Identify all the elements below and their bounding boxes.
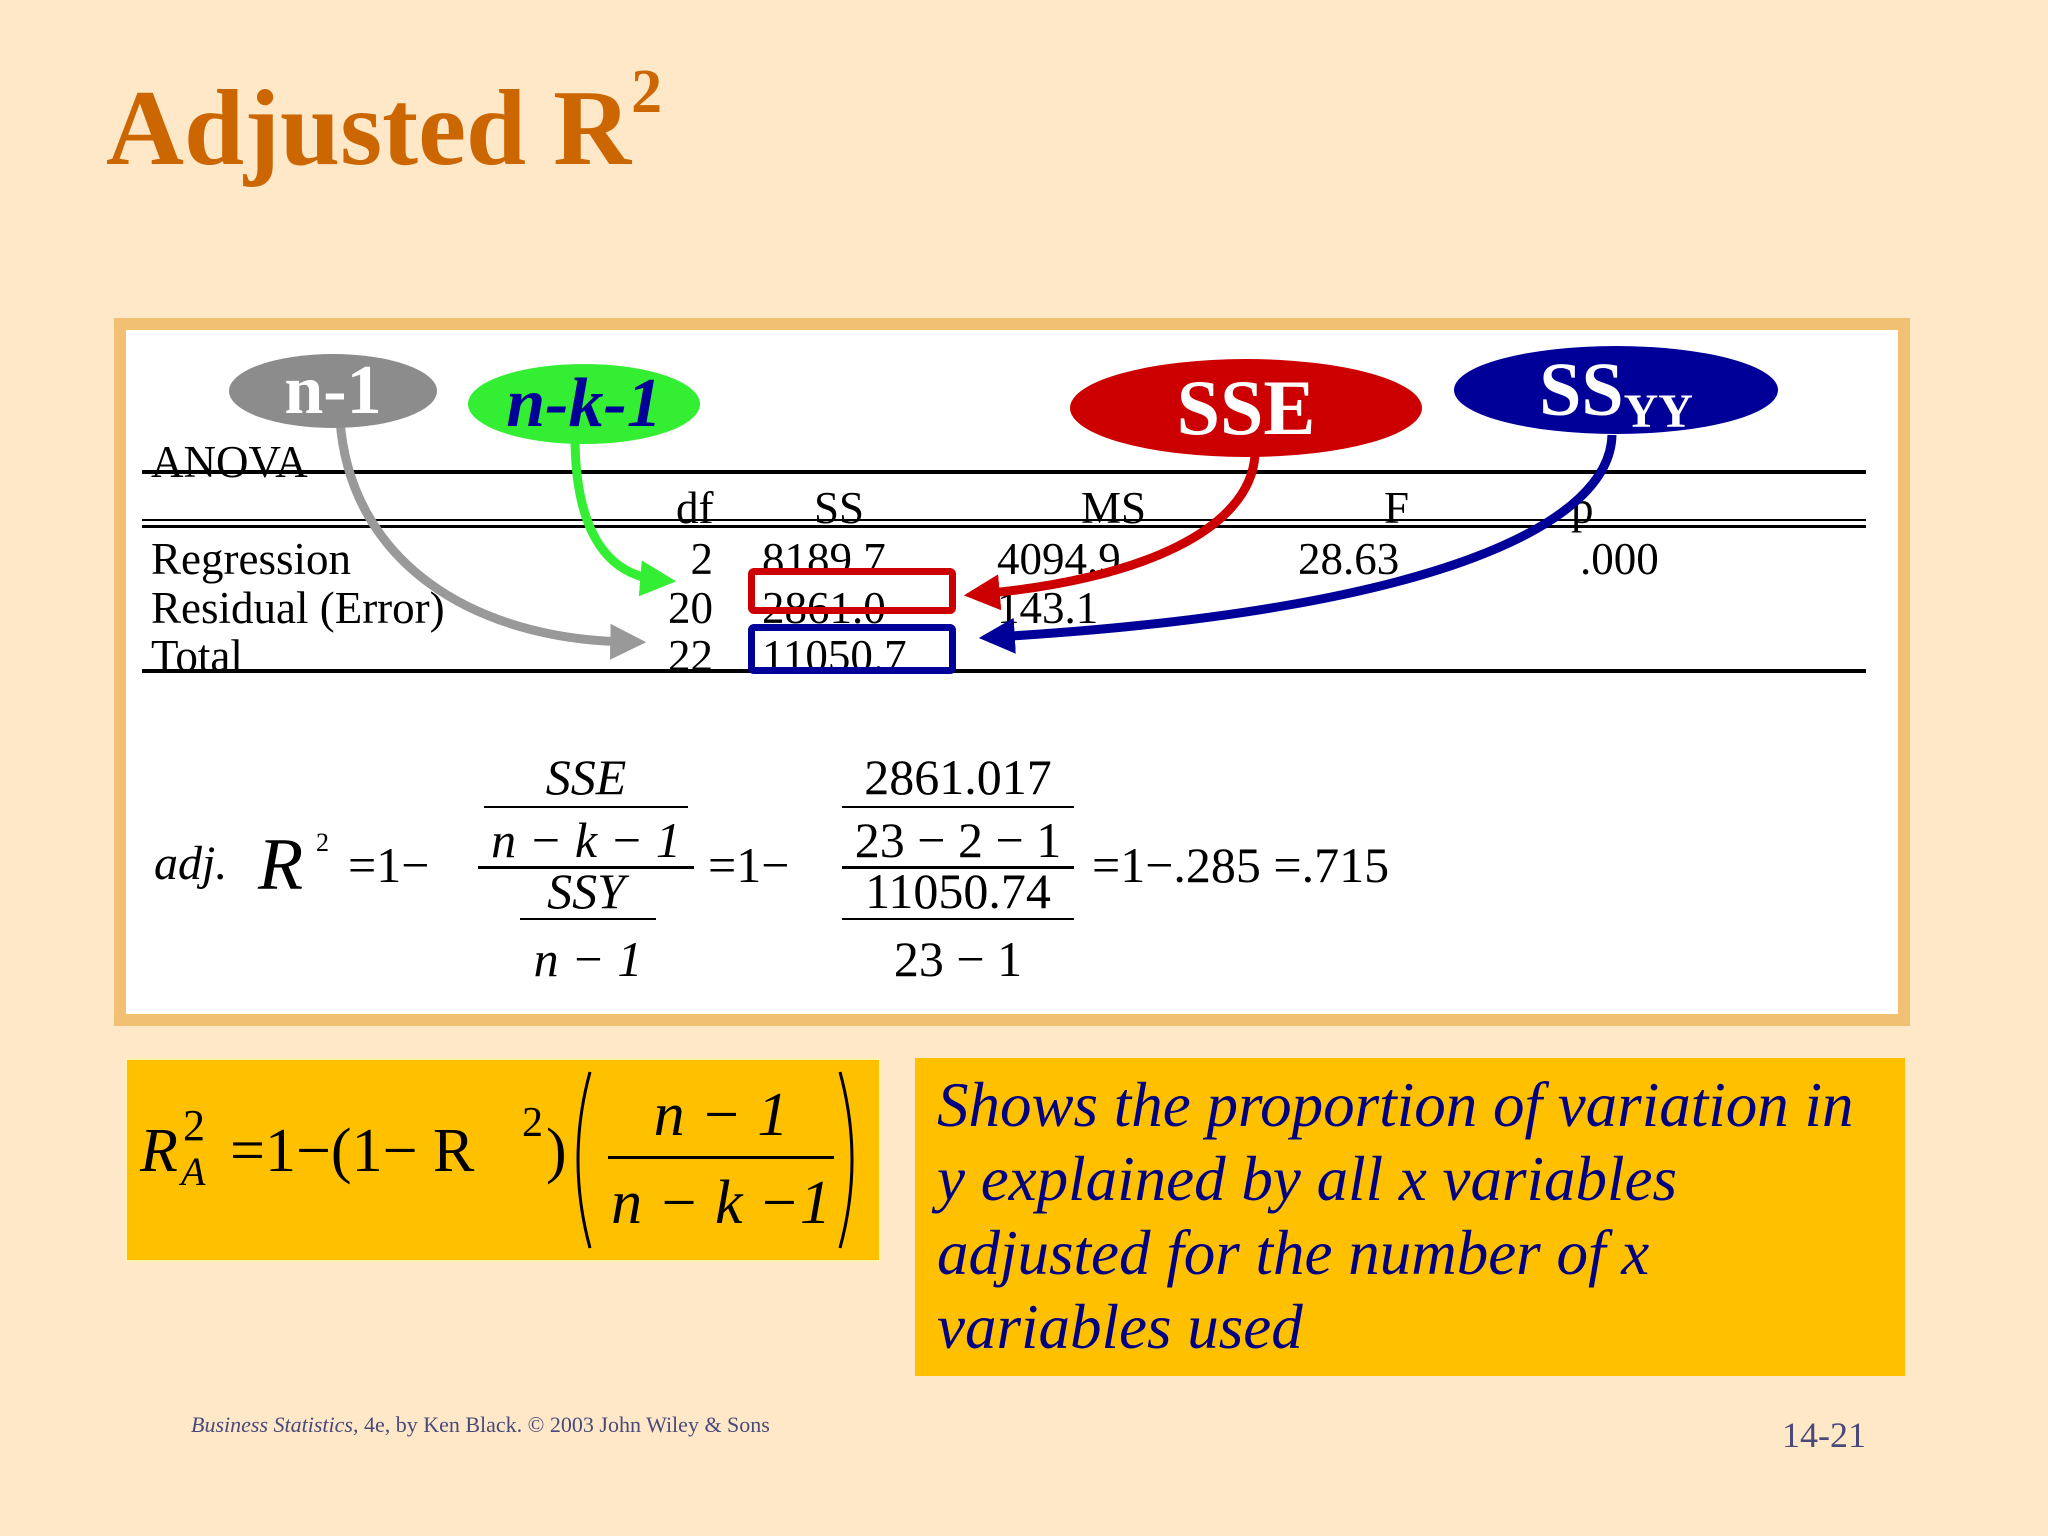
general-fraction-bar <box>608 1156 834 1159</box>
sym-top-numerator: SSE <box>545 749 627 805</box>
row-regression-source: Regression <box>151 534 351 584</box>
row-regression-p: .000 <box>1580 534 1659 584</box>
arrow-n-minus-1 <box>335 419 647 660</box>
num-bottom-denominator: 23 − 1 <box>893 931 1023 987</box>
header-ss: SS <box>814 483 865 533</box>
sym-main-bar <box>478 866 694 869</box>
description-box: Shows the proportion of variation in y e… <box>915 1058 1905 1376</box>
num-main-bar <box>842 866 1074 869</box>
right-paren <box>838 1071 854 1249</box>
slide-number: 14-21 <box>1782 1415 1866 1455</box>
sym-top-bar <box>484 806 688 808</box>
sse-highlight-box <box>748 568 956 614</box>
table-bottom-rule <box>142 669 1866 673</box>
row-total-df: 22 <box>668 631 713 681</box>
sym-bottom-bar <box>520 918 656 920</box>
ssyy-highlight-box <box>748 624 956 674</box>
anova-label: ANOVA <box>151 437 308 487</box>
header-rule-2 <box>142 525 1866 528</box>
row-regression-f: 28.63 <box>1298 534 1400 584</box>
adj-result: =1−.285 =.715 <box>1092 837 1390 893</box>
general-lhs: R <box>140 1117 178 1185</box>
adj-equals-1: =1− <box>348 837 430 893</box>
general-formula-box <box>125 1058 881 1262</box>
callout-sse: SSE <box>1070 359 1422 457</box>
header-df: df <box>676 483 714 533</box>
general-numerator: n − 1 <box>653 1081 789 1149</box>
adj-equals-2: =1− <box>708 837 790 893</box>
arrow-n-k-1 <box>570 435 677 597</box>
description-text: Shows the proportion of variation in y e… <box>937 1070 1854 1362</box>
adj-r-variable: R <box>258 824 304 906</box>
general-denominator: n − k −1 <box>611 1169 831 1237</box>
sym-bottom-denominator: n − 1 <box>533 931 643 987</box>
slide-title: Adjusted R2 <box>106 58 663 188</box>
header-ms: MS <box>1081 483 1147 533</box>
header-rule-1 <box>142 519 1866 521</box>
footer-credit: Business Statistics, 4e, by Ken Black. ©… <box>191 1412 770 1437</box>
num-top-bar <box>842 806 1074 808</box>
callout-n-k-1: n-k-1 <box>468 364 700 444</box>
general-lhs-sup: 2 <box>183 1101 205 1150</box>
table-top-rule <box>142 470 1866 474</box>
sym-bottom-numerator: SSY <box>547 863 625 919</box>
arrow-ssyy <box>978 434 1617 654</box>
num-bottom-numerator: 11050.74 <box>865 863 1051 919</box>
arrow-sse <box>963 454 1260 611</box>
sym-top-denominator: n − k − 1 <box>491 812 681 868</box>
num-top-numerator: 2861.017 <box>864 749 1052 805</box>
left-paren <box>576 1071 592 1249</box>
row-residual-source: Residual (Error) <box>151 583 445 633</box>
callout-n-minus-1: n-1 <box>229 354 437 428</box>
adj-r-exponent: 2 <box>316 828 329 857</box>
row-regression-df: 2 <box>690 534 714 584</box>
row-total-source: Total <box>151 631 243 681</box>
title-superscript: 2 <box>631 58 663 126</box>
num-bottom-bar <box>842 918 1074 920</box>
adj-prefix: adj. <box>154 837 228 890</box>
header-f: F <box>1384 483 1410 533</box>
general-middle-sup: 2 <box>522 1100 543 1146</box>
ssyy-subscript: YY <box>1623 385 1693 438</box>
general-lhs-sub: A <box>181 1149 206 1194</box>
general-middle: =1−(1− R <box>230 1117 475 1185</box>
num-top-denominator: 23 − 2 − 1 <box>854 812 1062 868</box>
general-middle-close: ) <box>546 1117 567 1185</box>
